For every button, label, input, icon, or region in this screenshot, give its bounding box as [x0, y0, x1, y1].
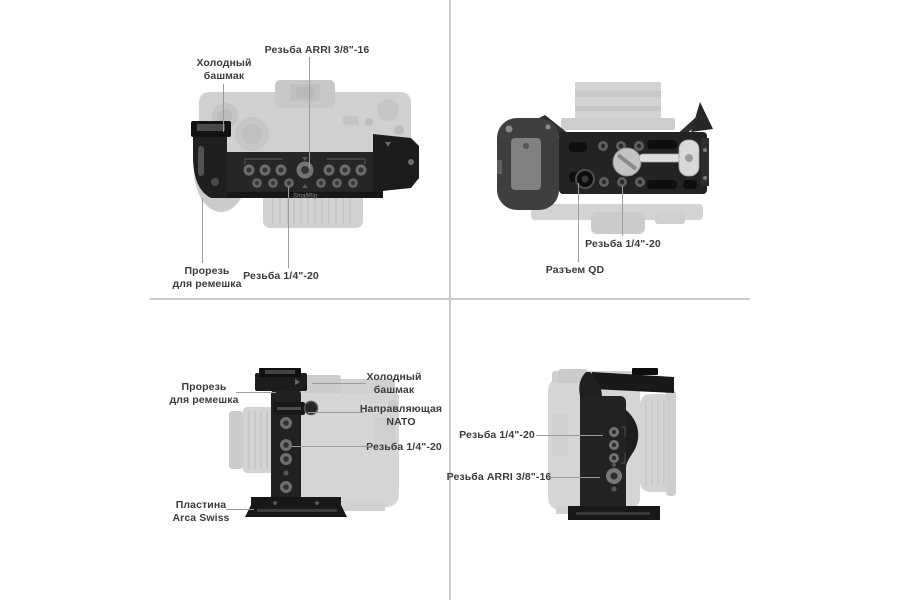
cage-side — [568, 368, 674, 520]
leader-line — [288, 187, 289, 268]
label-arca-plate: Пластина Arca Swiss — [172, 499, 230, 524]
cage-bottom-plate — [568, 506, 660, 520]
cage-baseplate — [497, 102, 713, 210]
cage-top-plate — [592, 372, 674, 393]
divider-horizontal — [150, 298, 750, 300]
strap-slot-icon — [198, 146, 204, 176]
camera-body-faded — [531, 82, 703, 234]
leader-line — [309, 57, 310, 169]
label-nato-rail: Направляющая NATO — [359, 403, 443, 428]
leader-line — [578, 183, 579, 262]
leader-line — [536, 435, 603, 436]
cage-front-plate: SmallRig — [191, 121, 419, 200]
divider-vertical — [449, 0, 451, 600]
cage-grip-bulge — [626, 410, 639, 468]
arri-thread-hole — [296, 161, 314, 179]
leader-line — [312, 383, 366, 384]
label-arri-thread-top: Резьба ARRI 3/8"-16 — [264, 44, 370, 56]
baseplate-slots — [569, 140, 697, 189]
label-qd-socket: Разъем QD — [545, 264, 605, 276]
arri-thread-hole — [606, 463, 622, 492]
label-arri-thread-right: Резьба ARRI 3/8"-16 — [446, 471, 552, 483]
label-cold-shoe-top: Холодный башмак — [196, 57, 252, 82]
camera-grip-bottom — [497, 118, 559, 210]
cage-top-plate — [255, 373, 307, 391]
cage-side — [245, 368, 347, 517]
label-quarter-thread-right: Резьба 1/4"-20 — [459, 429, 535, 441]
leader-line — [223, 84, 224, 132]
quarter-thread-holes — [598, 141, 645, 187]
quarter-thread-holes — [280, 417, 292, 493]
illustration-bottom-view — [497, 82, 713, 234]
nato-rail-icon — [273, 400, 319, 416]
cage-side-panel — [580, 396, 626, 518]
label-quarter-thread-bottom: Резьба 1/4"-20 — [585, 238, 661, 250]
leader-line — [202, 198, 203, 263]
illustration-left-side-view — [229, 368, 399, 517]
label-strap-slot-top: Прорезь для ремешка — [172, 265, 242, 290]
quarter-thread-holes — [243, 164, 367, 188]
leader-line — [292, 446, 370, 447]
tripod-bushing — [612, 147, 642, 177]
leader-line — [236, 392, 276, 393]
label-quarter-thread-top: Резьба 1/4"-20 — [243, 270, 319, 282]
label-quarter-thread-side: Резьба 1/4"-20 — [366, 441, 442, 453]
qd-socket-icon — [575, 169, 595, 189]
arca-swiss-plate-icon — [245, 497, 347, 517]
illustration-right-side-view — [548, 368, 676, 520]
leader-line — [308, 412, 364, 413]
smallrig-logo: SmallRig — [293, 194, 318, 200]
cage-side-bar — [271, 389, 301, 515]
label-cold-shoe-side: Холодный башмак — [366, 371, 422, 396]
leader-line — [226, 509, 254, 510]
hex-wrench-icon — [638, 139, 700, 177]
leader-line — [548, 477, 600, 478]
quarter-thread-holes — [609, 427, 619, 463]
label-strap-slot-side: Прорезь для ремешка — [169, 381, 239, 406]
leader-line — [622, 186, 623, 236]
cage-fin — [691, 102, 713, 132]
